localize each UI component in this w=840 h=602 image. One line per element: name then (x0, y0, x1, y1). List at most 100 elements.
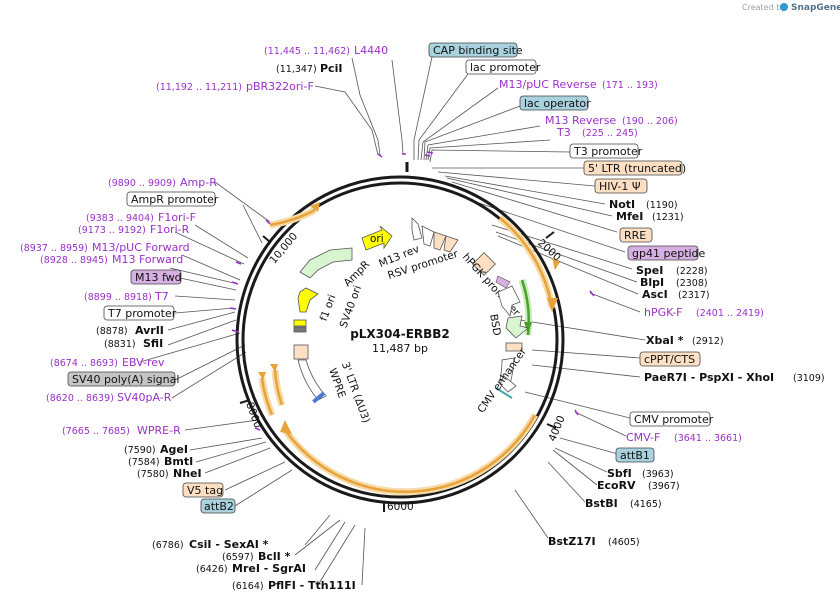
spei-pos: (2228) (676, 266, 708, 277)
box-rre: RRE (619, 227, 653, 243)
t3-pos: (225 .. 245) (582, 128, 638, 139)
enzyme-paer7i-pspxi-xhoi: PaeR7I - PspXI - XhoI (644, 371, 774, 384)
paer7i-pos: (3109) (793, 373, 825, 384)
svg-text:attB2: attB2 (204, 500, 234, 513)
primer-m13-forward: M13 Forward (112, 253, 183, 266)
snapgene-credit: Created by SnapGene (742, 3, 840, 13)
asci-pos: (2317) (678, 290, 710, 301)
primer-m13-puc-forward: M13/pUC Forward (92, 241, 190, 254)
brand-text: SnapGene (791, 3, 840, 13)
pflfi-pos: (6164) (232, 581, 264, 592)
plasmid-size: 11,487 bp (372, 342, 428, 355)
leader-lines (139, 56, 646, 586)
snapgene-logo-icon (780, 3, 788, 11)
xbai-pos: (2912) (692, 336, 724, 347)
svg-text:lac operator: lac operator (524, 97, 591, 110)
ori-feature (361, 225, 393, 251)
enzyme-sfii: SfiI (143, 337, 163, 350)
primer-f1ori-f: F1ori-F (158, 211, 196, 224)
noti-pos: (1190) (646, 200, 678, 211)
tick-6000: 6000 (387, 501, 414, 513)
pbr322-pos: (11,192 .. 11,211) (156, 82, 242, 93)
box-lac-promoter: lac promoter (465, 59, 541, 75)
box-5-ltr: 5' LTR (truncated) (583, 160, 686, 176)
primer-t3: T3 (556, 126, 571, 139)
bsd-feature (505, 315, 529, 339)
csii-pos: (6786) (152, 540, 184, 551)
enzyme-ecorv: EcoRV (597, 479, 636, 492)
box-cap-binding-site: CAP binding site (428, 42, 523, 58)
box-lac-operator: lac operator (519, 95, 591, 111)
cmv-enhancer-label: CMV enhancer (475, 345, 529, 415)
backbone (235, 162, 565, 512)
cmv-f-pos: (3641 .. 3661) (674, 433, 742, 444)
pcii-pos: (11,347) (276, 64, 317, 75)
avrii-pos: (8878) (96, 326, 128, 337)
svg-text:CAP binding site: CAP binding site (433, 44, 523, 57)
enzyme-xbai: XbaI * (646, 334, 684, 347)
enzyme-csii-sexai: CsiI - SexAI * (189, 538, 269, 551)
amp-r-pos: (9890 .. 9909) (108, 178, 176, 189)
primer-cmv-f: CMV-F (626, 431, 660, 444)
box-gp41-peptide: gp41 peptide (627, 245, 706, 261)
enzyme-pcii: PciI (320, 62, 342, 75)
enzyme-noti: NotI (609, 198, 635, 211)
enzyme-spei: SpeI (636, 264, 663, 277)
svg-text:cPPT/CTS: cPPT/CTS (644, 353, 695, 366)
bmti-pos: (7584) (128, 457, 160, 468)
svg-text:T7 promoter: T7 promoter (107, 307, 177, 320)
enzyme-avrii: AvrII (135, 324, 164, 337)
bstbi-pos: (4165) (630, 499, 662, 510)
sv40pa-r-pos: (8620 .. 8639) (46, 393, 114, 404)
mfei-pos: (1231) (652, 212, 684, 223)
primer-hpgk-f: hPGK-F (644, 306, 682, 319)
enzyme-pflfi-tth111i: PflFI - Tth111I (268, 579, 356, 592)
svg-text:lac promoter: lac promoter (470, 61, 541, 74)
enzyme-bcli: BclI * (258, 550, 291, 563)
primer-ebv-rev: EBV-rev (122, 356, 165, 369)
f1ori-f-pos: (9383 .. 9404) (86, 213, 154, 224)
ampr-feature (299, 247, 353, 279)
box-attb1: attB1 (615, 447, 655, 463)
m13-reverse-pos: (190 .. 206) (622, 116, 678, 127)
enzyme-nhei: NheI (173, 467, 202, 480)
svg-text:T3 promoter: T3 promoter (573, 145, 643, 158)
primer-amp-r: Amp-R (180, 176, 217, 189)
agei-pos: (7590) (124, 445, 156, 456)
primer-l4440: L4440 (354, 44, 388, 57)
enzyme-bstbi: BstBI (585, 497, 618, 510)
svg-text:RRE: RRE (624, 229, 646, 242)
enzyme-mfei: MfeI (616, 210, 643, 223)
svg-text:CMV promoter: CMV promoter (634, 413, 714, 426)
box-hiv-psi: HIV-1 Ψ (594, 178, 648, 194)
sfii-pos: (8831) (104, 339, 136, 350)
box-ampr-promoter: AmpR promoter (126, 191, 219, 207)
svg-text:V5 tag: V5 tag (187, 484, 223, 497)
svg-text:5' LTR (truncated): 5' LTR (truncated) (588, 162, 686, 175)
f1ori-r-pos: (9173 .. 9192) (78, 225, 146, 236)
svg-text:HIV-1 Ψ: HIV-1 Ψ (599, 180, 641, 193)
credit-text: Created by (742, 3, 786, 12)
enzyme-mrei-sgrai: MreI - SgrAI (232, 562, 306, 575)
enzyme-asci: AscI (642, 288, 668, 301)
plasmid-name: pLX304-ERBB2 (350, 327, 450, 341)
box-cmv-promoter: CMV promoter (629, 411, 714, 427)
bstz17i-pos: (4605) (608, 537, 640, 548)
mrei-pos: (6426) (196, 564, 228, 575)
box-m13-fwd: M13 fwd (130, 269, 182, 285)
svg-text:AmpR promoter: AmpR promoter (131, 193, 219, 206)
primer-m13-reverse: M13 Reverse (545, 114, 616, 127)
tick-2000: 2000 (535, 237, 563, 264)
m13-forward-pos: (8928 .. 8945) (40, 255, 108, 266)
blpi-pos: (2308) (676, 278, 708, 289)
ori-label: ori (370, 233, 384, 245)
enzyme-bmti: BmtI (164, 455, 193, 468)
primer-m13-puc-reverse: M13/pUC Reverse (499, 78, 597, 91)
m13-puc-forward-pos: (8937 .. 8959) (20, 243, 88, 254)
enzyme-sbfi: SbfI (607, 467, 632, 480)
svg-text:attB1: attB1 (620, 449, 650, 462)
bsd-label: BSD (487, 313, 503, 337)
primer-sv40pa-r: SV40pA-R (117, 391, 172, 404)
svg-text:SV40 poly(A) signal: SV40 poly(A) signal (72, 373, 179, 386)
